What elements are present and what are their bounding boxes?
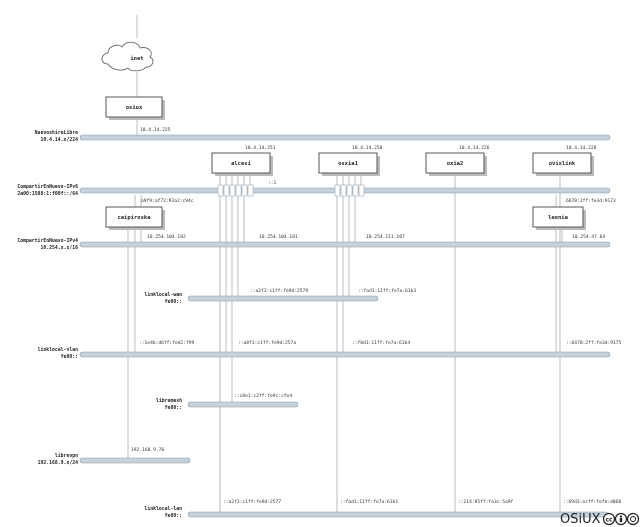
addr-leonia-v4: 10.254.47.64: [572, 234, 605, 240]
address-labels: 10.4.14.225 10.4.14.251 10.4.14.250 10.4…: [131, 127, 622, 505]
addr-oxia2-wan: 10.4.14.226: [459, 145, 490, 151]
node-osxia1[interactable]: osxia1: [318, 152, 380, 176]
addr-alcesi-llwan: ::a2f3:c1ff:fe9d:2579: [250, 288, 308, 294]
addr-alcesi-v6: ::1: [268, 180, 277, 186]
addr-osxia1-wan: 10.4.14.250: [352, 145, 383, 151]
net-wan-cidr: 10.4.14.x/224: [40, 137, 78, 143]
addr-oxia2-lan: ::214:85ff:fe3c:5a9f: [458, 499, 514, 505]
node-osiux[interactable]: osiux: [105, 96, 165, 120]
net-librevpn-cidr: 192.168.9.x/24: [38, 460, 79, 466]
addr-caip-vpn: 192.168.9.70: [131, 447, 164, 453]
addr-ovislink-wan: 10.4.14.228: [566, 145, 597, 151]
addr-caip-v4: 10.254.104.182: [147, 234, 186, 240]
node-oxia2[interactable]: oxia2: [425, 152, 487, 176]
addr-ovislink-lan: ::69d3:ecff:fefb:d060: [563, 499, 621, 505]
connection-lines: [127, 118, 563, 514]
addr-caip-llvlan: ::1e4b:d6ff:fed2:f99: [139, 340, 195, 346]
svg-text:ovislink: ovislink: [549, 161, 576, 167]
svg-text:cc: cc: [605, 517, 613, 524]
net-compv6-cidr: 2a00:1508:1:f00f::/64: [17, 191, 78, 197]
node-leonia[interactable]: leonia: [532, 206, 586, 230]
addr-osxia1-llvlan: ::f8d1:11ff:fe7a:61b4: [352, 340, 410, 346]
node-caipiroska[interactable]: caipiroska: [105, 206, 165, 230]
network-labels: NuevoshireLibre 10.4.14.x/224 CompartirE…: [17, 130, 182, 519]
footer-brand: OSiUX cc: [560, 512, 640, 527]
net-lllan-name: linklocal-lan: [144, 506, 182, 512]
network-bars: [79, 134, 611, 518]
addr-osxia1-llwan: ::fad1:11ff:fe7a:61b3: [358, 288, 416, 294]
addr-leonia-v6: 6670:2ff:fe3d:9173: [566, 198, 616, 204]
svg-text:leonia: leonia: [548, 215, 568, 221]
net-compv6-name: CompartirEnNuevo-IPv6: [17, 184, 78, 190]
bar-llvlan: [79, 351, 611, 358]
net-llvlan-cidr: fe80::: [61, 354, 78, 360]
svg-text:caipiroska: caipiroska: [117, 215, 150, 221]
net-libremesh-name: libremesh: [156, 398, 182, 404]
addr-osxia1-v4: 10.254.111.107: [366, 234, 405, 240]
net-libremesh-cidr: fe80::: [165, 405, 182, 411]
svg-text:osiux: osiux: [126, 105, 143, 111]
bar-llwan: [187, 295, 379, 302]
addr-osiux-wan: 10.4.14.225: [140, 127, 171, 133]
addr-osxia1-lan: ::fad1:11ff:fe7a:61b1: [340, 499, 398, 505]
bar-compv4: [79, 241, 611, 248]
addr-alcesi-wan: 10.4.14.251: [245, 145, 276, 151]
addr-alcesi-v4: 10.254.104.181: [259, 234, 298, 240]
svg-text:alcesi: alcesi: [231, 161, 252, 167]
net-llwan-name: linklocal-wan: [144, 292, 182, 298]
bar-librevpn: [79, 457, 191, 464]
node-ovislink[interactable]: ovislink: [532, 152, 594, 176]
net-compv4-name: CompartirEnNuevo-IPv4: [17, 238, 78, 244]
net-lllan-cidr: fe80::: [165, 513, 182, 519]
net-wan-name: NuevoshireLibre: [35, 130, 78, 136]
net-llvlan-name: linklocal-vlan: [38, 347, 79, 353]
addr-alcesi-llvlan: ::a8f3:c1ff:fe9d:257a: [238, 340, 296, 346]
bar-lllan: [187, 511, 609, 518]
bar-libremesh: [187, 401, 299, 408]
addr-alcesi-lan: ::a2f3:c1ff:fe9d:2577: [223, 499, 281, 505]
addr-caip-v6: a9f9:af72:93a2:c94c: [141, 198, 194, 204]
net-compv4-cidr: 10.254.x.x/16: [40, 245, 78, 251]
cc-license-icon: cc: [602, 512, 616, 526]
inet-cloud: inet: [101, 41, 154, 72]
brand-text: OSiUX: [560, 512, 601, 527]
port-markers: [217, 184, 365, 197]
net-llwan-cidr: fe80::: [165, 299, 182, 305]
svg-text:oxia2: oxia2: [447, 161, 464, 167]
bar-wan: [79, 134, 611, 141]
addr-leonia-llvlan: ::6470:2ff:fe3d:9175: [566, 340, 622, 346]
inet-label: inet: [130, 56, 143, 62]
net-librevpn-name: librevpn: [55, 453, 78, 459]
node-alcesi[interactable]: alcesi: [211, 152, 273, 176]
by-license-icon: [614, 512, 628, 526]
addr-alcesi-mesh: ::c8e1:c2ff:fe9c:cfe4: [234, 393, 292, 399]
svg-text:osxia1: osxia1: [338, 161, 359, 167]
sa-license-icon: [626, 512, 640, 526]
